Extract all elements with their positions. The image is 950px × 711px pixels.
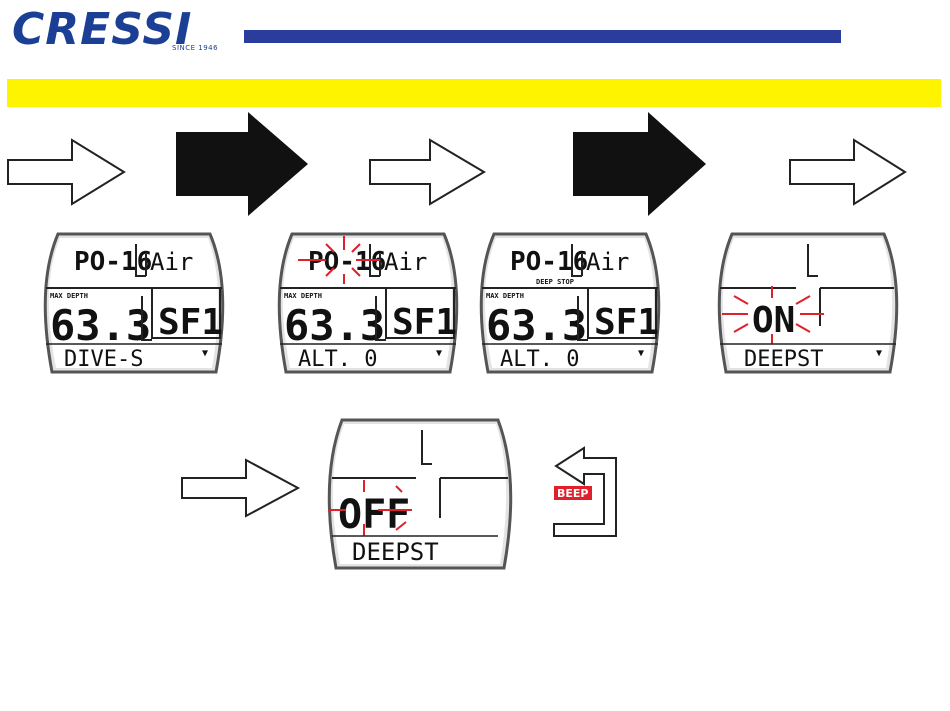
top-value: PO-16 [308, 247, 386, 277]
right-value: SF1 [158, 302, 223, 343]
big-value: 63.3 [486, 301, 587, 350]
dive-computer-screen-2: PO-16 Air MAX DEPTH 63.3 SF1 ALT. 0 ▼ [268, 226, 468, 376]
bottom-text: ALT. 0 [298, 347, 377, 372]
big-value: ON [752, 300, 795, 341]
arrow-outline-1-icon [8, 140, 124, 204]
top-value: PO-16 [74, 247, 152, 277]
header-blue-bar [244, 30, 841, 43]
beep-label: BEEP [557, 487, 588, 500]
dive-computer-screen-1: PO-16 Air MAX DEPTH 63.3 SF1 DIVE-S ▼ [34, 226, 234, 376]
return-arrow-icon: BEEP [548, 440, 624, 540]
max-depth-label: MAX DEPTH [486, 292, 524, 300]
big-value: OFF [338, 492, 410, 538]
right-value: SF1 [392, 302, 457, 343]
big-value: 63.3 [284, 301, 385, 350]
arrow-outline-3-icon [790, 140, 905, 204]
bottom-arrow-icon: ▼ [202, 348, 208, 359]
top-unit: Air [586, 248, 629, 276]
dive-computer-screen-5: OFF DEEPST [318, 414, 522, 574]
deep-stop-label: DEEP STOP [536, 278, 574, 286]
cressi-logo: CRESSI SINCE 1946 [12, 12, 234, 52]
bottom-text: DEEPST [352, 538, 439, 566]
max-depth-label: MAX DEPTH [284, 292, 322, 300]
bottom-text: ALT. 0 [500, 347, 579, 372]
yellow-title-band [7, 79, 941, 107]
big-value: 63.3 [50, 301, 151, 350]
dive-computer-screen-3: PO-16 Air DEEP STOP MAX DEPTH 63.3 SF1 A… [470, 226, 670, 376]
arrow-solid-2-icon [573, 112, 706, 216]
top-unit: Air [384, 248, 427, 276]
top-value: PO-16 [510, 247, 588, 277]
top-unit: Air [150, 248, 193, 276]
bottom-text: DIVE-S [64, 347, 143, 372]
bottom-arrow-icon: ▼ [436, 348, 442, 359]
dive-computer-screen-4: ON DEEPST ▼ [708, 226, 908, 376]
bottom-arrow-icon: ▼ [638, 348, 644, 359]
arrow-outline-4-icon [180, 458, 304, 518]
bottom-text: DEEPST [744, 347, 823, 372]
arrow-row [0, 110, 950, 230]
arrow-solid-1-icon [176, 112, 308, 216]
logo-tagline: SINCE 1946 [172, 44, 218, 52]
arrow-outline-2-icon [370, 140, 484, 204]
right-value: SF1 [594, 302, 659, 343]
logo-wordmark: CRESSI [12, 8, 192, 52]
max-depth-label: MAX DEPTH [50, 292, 88, 300]
bottom-arrow-icon: ▼ [876, 348, 882, 359]
